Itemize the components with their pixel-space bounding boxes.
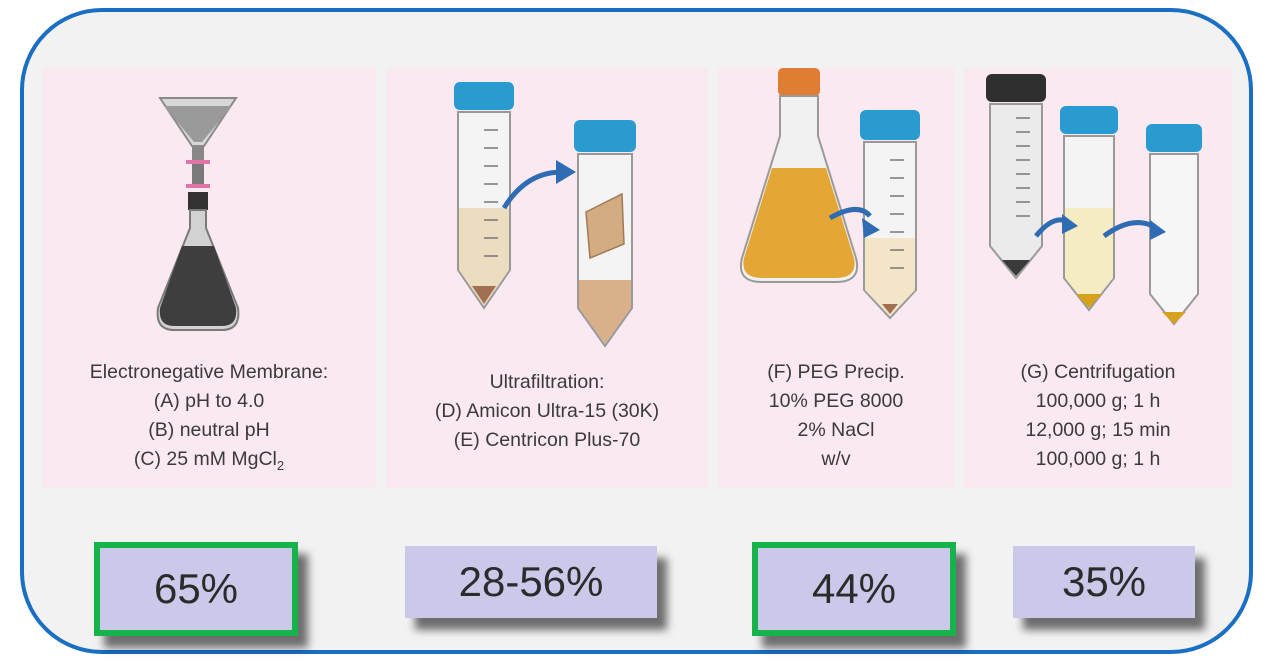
result-value: 44% [811,565,897,612]
caption-line: 10% PEG 8000 [768,390,904,412]
caption-line: (B) neutral pH [148,419,270,441]
caption-line: (D) Amicon Ultra-15 (30K) [434,400,660,422]
caption-line: w/v [821,448,851,470]
caption-line: (A) pH to 4.0 [153,390,265,412]
panel-4-caption: (G) Centrifugation 100,000 g; 1 h 12,000… [964,358,1232,474]
ultrafiltration-tubes-icon [454,82,636,348]
result-box-ultrafiltration: 28-56% [405,546,657,618]
result-box-centrifugation: 35% [1013,546,1195,618]
panel-ultrafiltration: Ultrafiltration: (D) Amicon Ultra-15 (30… [386,68,708,488]
centrifuge-tubes-icon [986,74,1202,326]
caption-line: (E) Centricon Plus-70 [453,429,641,451]
panel-electronegative-membrane: Electronegative Membrane: (A) pH to 4.0 … [42,68,376,488]
caption-line: 100,000 g; 1 h [1035,448,1161,470]
panel-2-caption: Ultrafiltration: (D) Amicon Ultra-15 (30… [386,368,708,455]
caption-line: (G) Centrifugation [1020,361,1176,383]
peg-flask-tube-icon [740,68,920,320]
caption-line: Ultrafiltration: [489,371,605,393]
result-value: 65% [153,565,239,612]
panel-1-caption: Electronegative Membrane: (A) pH to 4.0 … [42,358,376,480]
caption-line: 2% NaCl [797,419,875,441]
mgcl-text: (C) 25 mM MgCl [133,448,277,470]
panel-3-caption: (F) PEG Precip. 10% PEG 8000 2% NaCl w/v [718,358,954,474]
caption-line: Electronegative Membrane: [89,361,329,383]
panel-peg-precipitation: (F) PEG Precip. 10% PEG 8000 2% NaCl w/v [718,68,954,488]
panel-centrifugation: (G) Centrifugation 100,000 g; 1 h 12,000… [964,68,1232,488]
caption-line: (F) PEG Precip. [767,361,905,383]
result-box-peg: 44% [752,542,956,636]
result-value: 35% [1061,558,1147,605]
caption-line: 12,000 g; 15 min [1025,419,1171,441]
caption-line: 100,000 g; 1 h [1035,390,1161,412]
result-value: 28-56% [458,558,604,605]
result-box-electronegative: 65% [94,542,298,636]
caption-line: (C) 25 mM MgCl2 [42,445,376,480]
flask-filter-icon [156,97,240,331]
subscript-two: 2 [276,457,285,473]
